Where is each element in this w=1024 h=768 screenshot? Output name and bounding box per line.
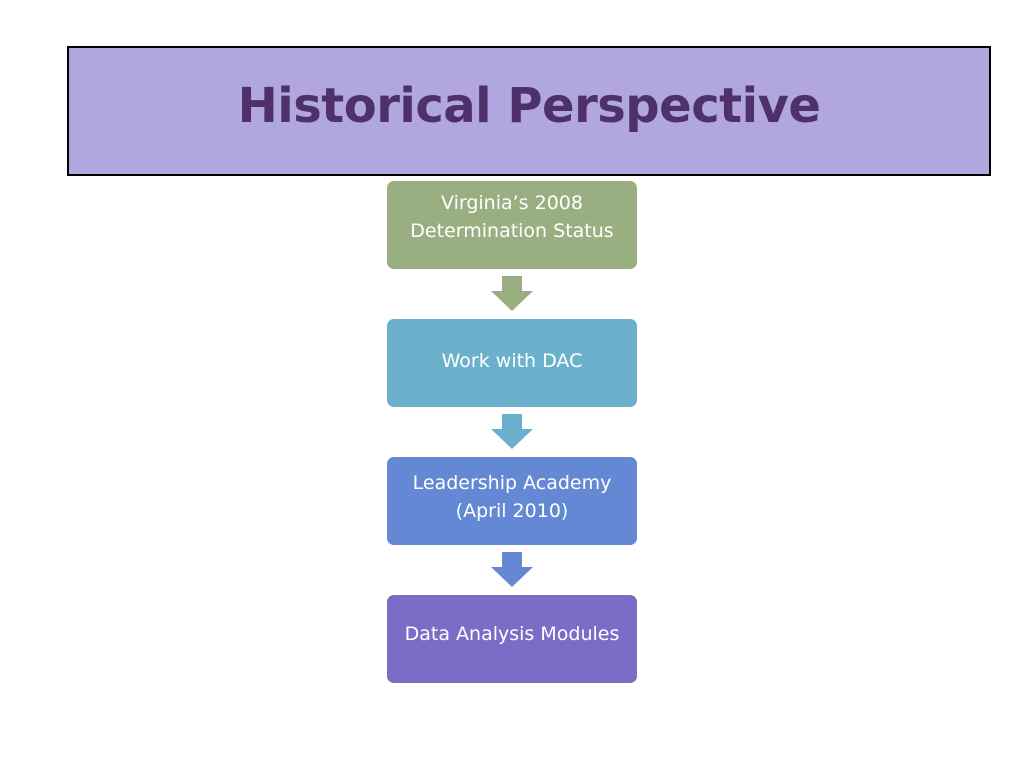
flow-step-determination-status: Virginia’s 2008 Determination Status (387, 181, 637, 269)
flow-step-work-with-dac: Work with DAC (387, 319, 637, 407)
arrow-down-icon (491, 414, 533, 449)
arrow-shape (491, 552, 533, 587)
arrow-down-icon (491, 552, 533, 587)
flow-step-label: Data Analysis Modules (404, 623, 620, 646)
flow-step-data-analysis-modules: Data Analysis Modules (387, 595, 637, 683)
flow-step-label: Virginia’s 2008 Determination Status (410, 192, 614, 242)
arrow-shape (491, 414, 533, 449)
slide-title: Historical Perspective (237, 78, 821, 134)
arrow-down-icon (491, 276, 533, 311)
title-banner: Historical Perspective (67, 46, 991, 176)
flow-step-leadership-academy: Leadership Academy (April 2010) (387, 457, 637, 545)
flow-step-label: Work with DAC (441, 350, 583, 373)
flow-step-label: Leadership Academy (April 2010) (412, 472, 612, 522)
arrow-shape (491, 276, 533, 311)
